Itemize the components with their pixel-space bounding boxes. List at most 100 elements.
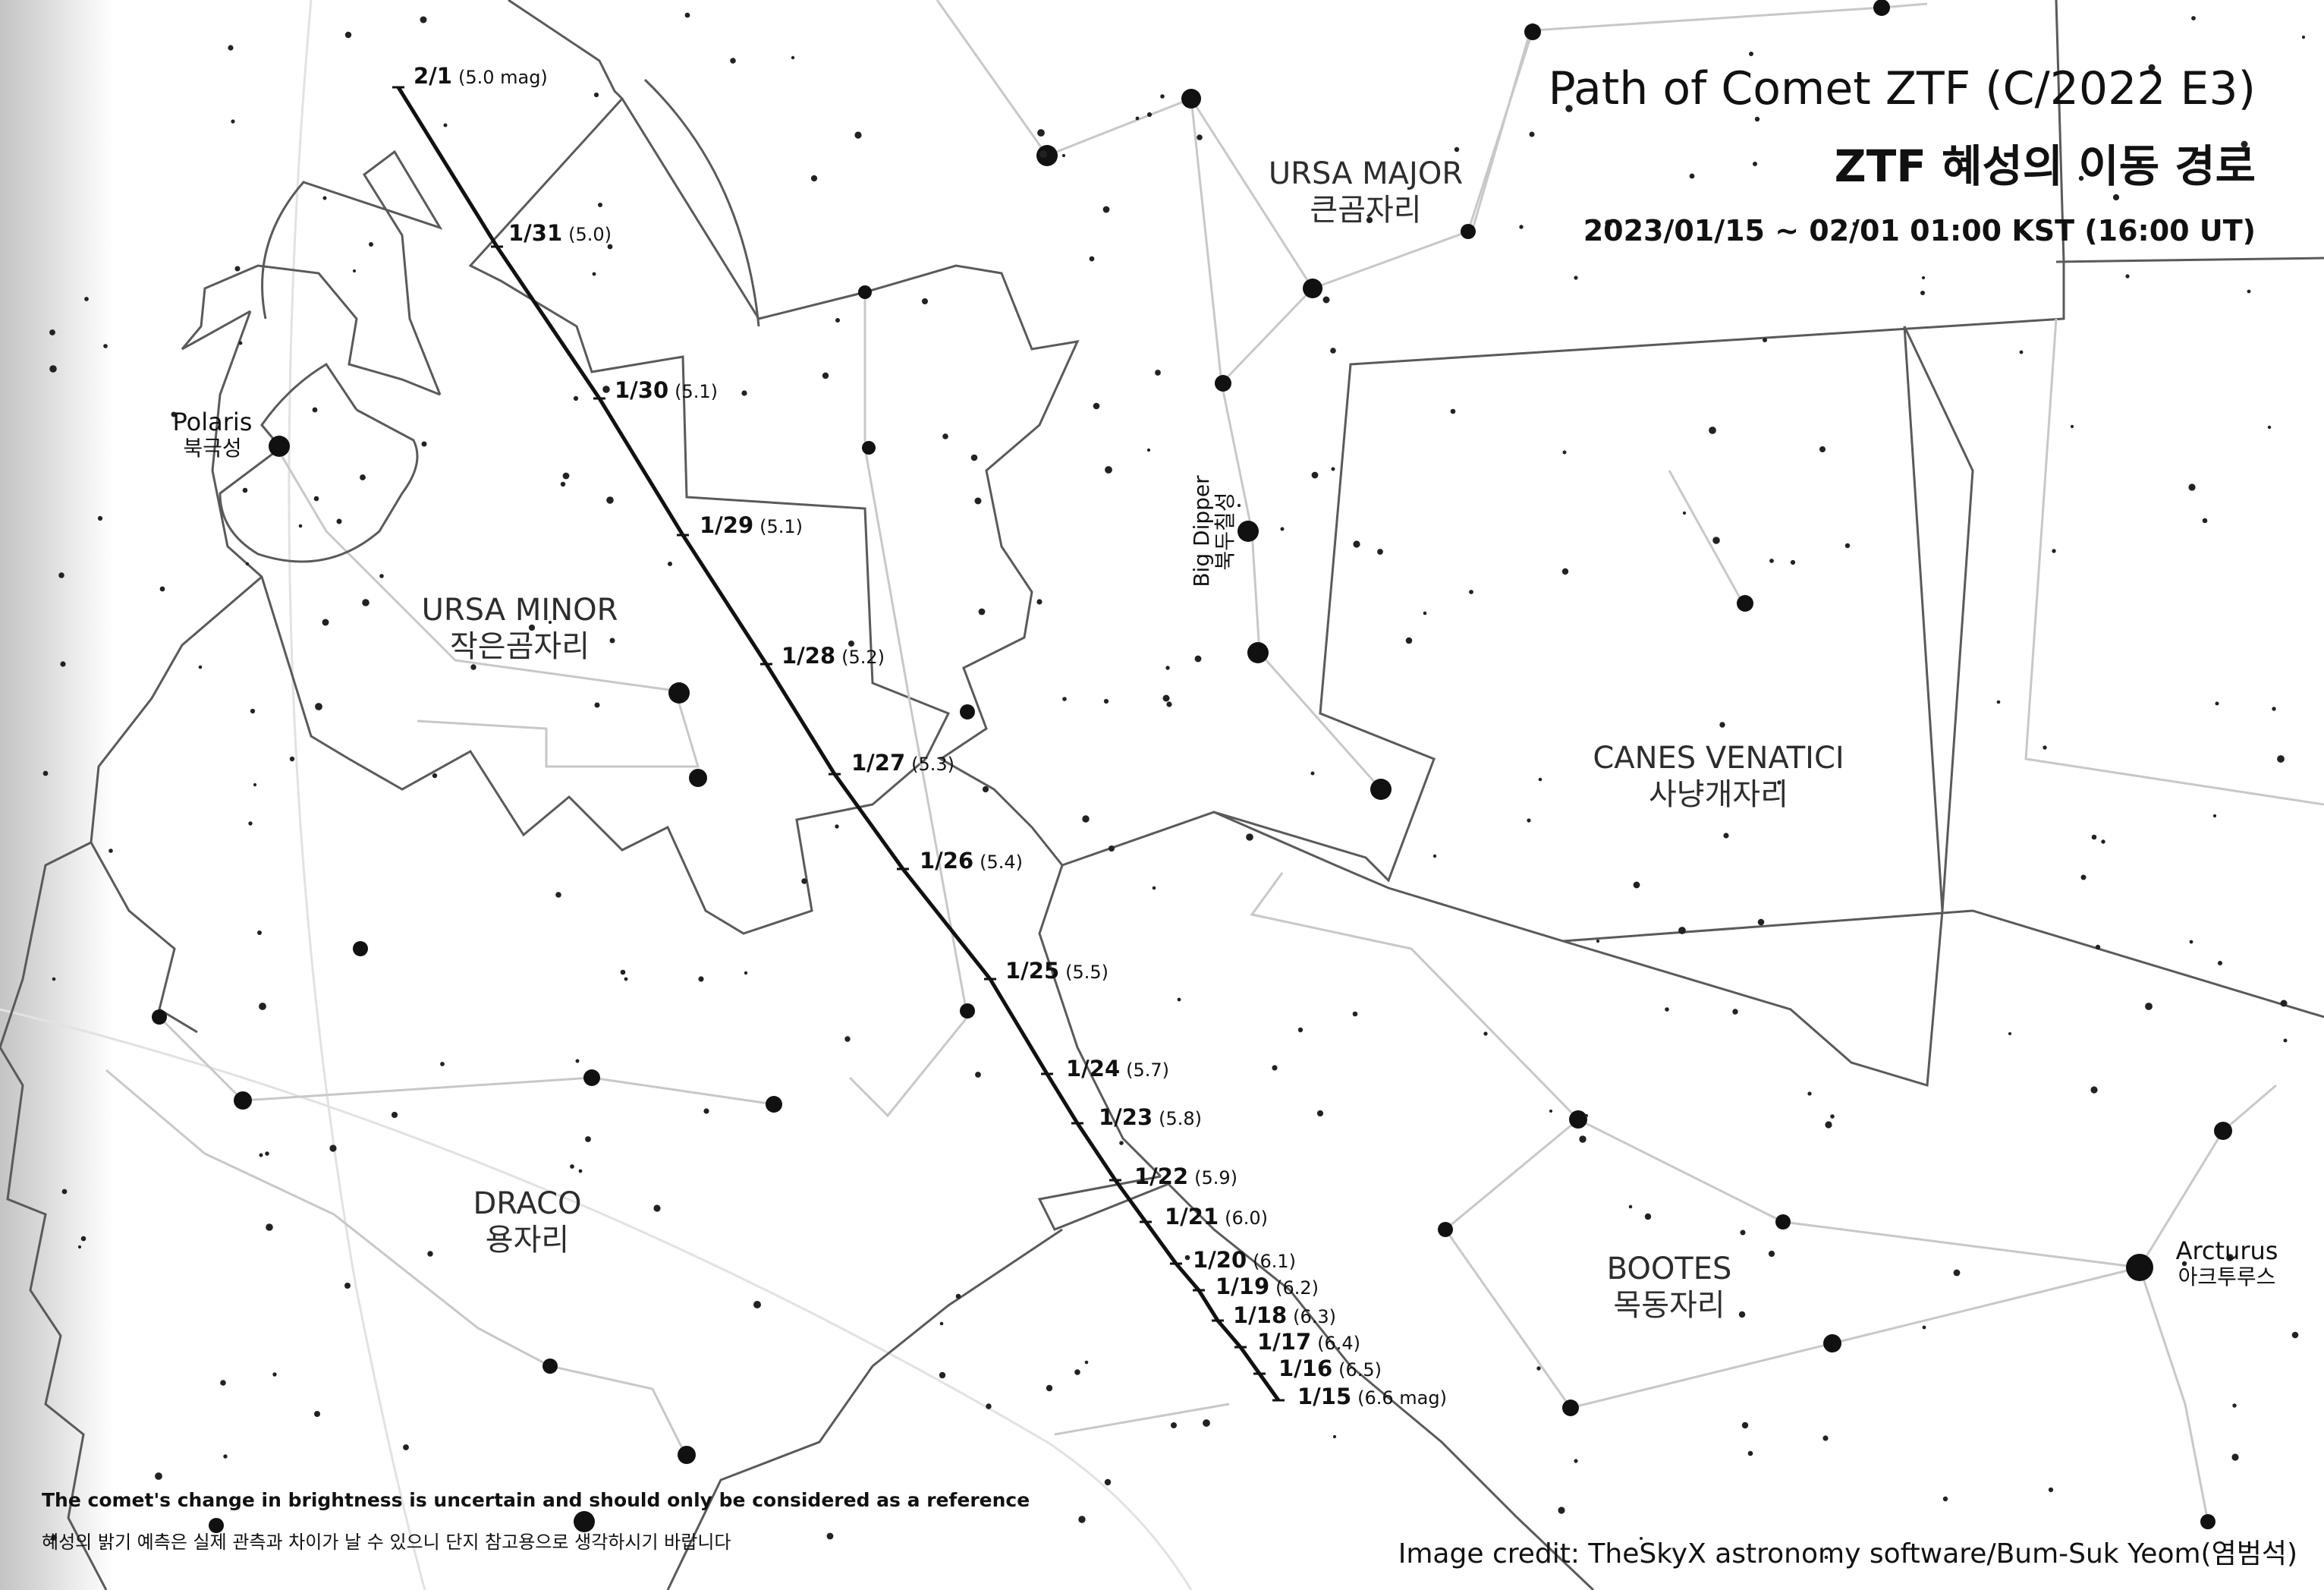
comet-date-label: 1/26(5.4) [920, 848, 1023, 874]
faint-star [528, 624, 536, 631]
image-credit: Image credit: TheSkyX astronomy software… [1398, 1538, 2297, 1570]
faint-star [266, 1223, 273, 1231]
faint-star [835, 318, 840, 323]
faint-star [1332, 1434, 1337, 1439]
faint-star [1712, 537, 1720, 544]
faint-star [624, 977, 628, 981]
faint-star [223, 1454, 228, 1459]
star-dot [862, 441, 876, 455]
faint-star [1996, 700, 2001, 704]
comet-path [392, 86, 1285, 1402]
star-dot [1036, 145, 1058, 166]
faint-star [220, 1380, 226, 1386]
faint-star [2181, 1261, 2187, 1267]
comet-magnitude: (5.5) [1065, 962, 1109, 983]
comet-date: 1/17 [1257, 1329, 1312, 1355]
faint-star [253, 782, 257, 787]
faint-star [593, 92, 599, 98]
faint-star [562, 472, 570, 480]
faint-star [1062, 697, 1067, 701]
faint-star [108, 849, 113, 853]
faint-star [1405, 637, 1413, 644]
faint-star [2188, 483, 2196, 491]
faint-star [854, 131, 862, 139]
comet-date-label: 1/28(5.2) [781, 643, 885, 669]
faint-star [322, 196, 327, 200]
star-dot [209, 1518, 224, 1533]
faint-star [573, 395, 579, 401]
faint-star [1747, 1450, 1753, 1456]
faint-star [42, 770, 49, 776]
faint-star [2280, 1000, 2288, 1007]
faint-star [684, 12, 690, 18]
comet-magnitude: (5.0) [568, 224, 612, 245]
star-dot [1737, 595, 1753, 612]
faint-star [555, 892, 561, 898]
comet-date: 1/24 [1066, 1056, 1121, 1082]
faint-star [2078, 175, 2084, 181]
faint-star [2052, 549, 2056, 553]
faint-star [198, 665, 203, 669]
faint-star [51, 1535, 57, 1541]
polaris-boundary [219, 362, 419, 563]
faint-star [231, 119, 235, 124]
faint-star [1585, 1114, 1588, 1117]
comet-date-label: 1/19(6.2) [1215, 1274, 1319, 1299]
faint-star [1538, 777, 1543, 782]
faint-star [313, 496, 319, 502]
faint-star [2091, 834, 2097, 840]
comet-date: 1/29 [700, 512, 754, 538]
faint-star [835, 824, 839, 829]
comet-magnitude: (6.4) [1317, 1333, 1361, 1354]
faint-star [234, 266, 241, 272]
star-dot [269, 436, 290, 457]
faint-star [609, 638, 615, 644]
coordinate-grid [0, 0, 1193, 1590]
faint-star [1807, 1091, 1812, 1096]
faint-star [1640, 1537, 1643, 1540]
faint-star [570, 1164, 574, 1169]
faint-star [2277, 755, 2285, 763]
faint-star [103, 344, 108, 348]
faint-star [607, 244, 613, 250]
faint-star [2125, 274, 2130, 279]
star-dot [678, 1446, 696, 1464]
faint-star [1432, 854, 1437, 858]
star-dot [234, 1091, 252, 1110]
faint-star [744, 971, 748, 975]
faint-star [58, 572, 64, 578]
faint-star [2272, 707, 2276, 711]
star-dot [1873, 0, 1890, 16]
faint-star [322, 619, 329, 626]
faint-star [1322, 296, 1330, 304]
comet-magnitude: (6.6 mag) [1357, 1387, 1447, 1409]
star-dot [152, 1009, 167, 1025]
faint-star [1844, 543, 1851, 549]
faint-star [2148, 64, 2156, 71]
faint-star [1423, 611, 1427, 616]
comet-date: 1/27 [851, 750, 906, 776]
faint-star [1723, 833, 1729, 839]
star-dot [2200, 1514, 2216, 1529]
faint-star [1768, 1250, 1775, 1258]
faint-star [1119, 1141, 1124, 1145]
comet-date: 1/25 [1005, 958, 1060, 984]
faint-star [1061, 153, 1066, 158]
star-dot [1823, 1334, 1841, 1352]
faint-star [1749, 52, 1753, 56]
faint-star [1089, 256, 1095, 262]
faint-star [228, 45, 234, 51]
star-dot [766, 1096, 782, 1113]
faint-star [575, 1059, 580, 1063]
faint-star [1184, 1255, 1190, 1261]
faint-star [1272, 1065, 1278, 1071]
faint-star [403, 1444, 409, 1450]
faint-star [1825, 1121, 1832, 1129]
faint-star [1352, 1011, 1358, 1017]
comet-magnitude: (5.2) [841, 647, 885, 668]
faint-star [314, 1411, 320, 1417]
faint-star [250, 708, 256, 714]
